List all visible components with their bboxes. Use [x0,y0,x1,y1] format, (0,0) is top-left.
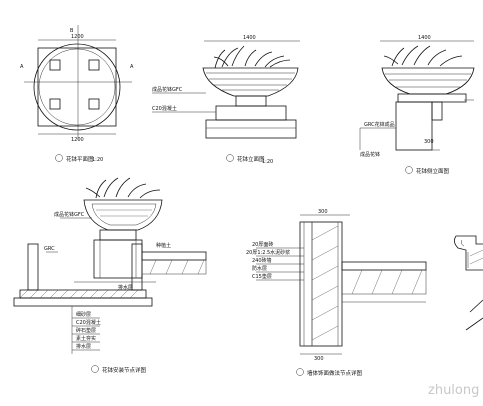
wall-finish-detail: 300 20厚面砖 20厚1:2.5水泥砂浆 240砖墙 防水层 C15垫层 [246,209,427,377]
planter-elevation-view: 1400 成品花钵GFC C20混凝土 花钵立面图 1:20 [152,35,300,165]
wall-hatching [311,225,339,341]
section-layer-2: C20混凝土 [76,319,101,326]
planter-section-detail: 成品花钵GFC GRC 种植土 排水层 细砂层 C20混凝土 碎石垫层 素土夯实… [13,177,207,374]
wall-label-3: 240砖墙 [252,257,272,264]
side-gfc-label: GRC花钵成品 [364,121,395,128]
planter-side-elevation-view: 1400 300 GRC花钵成品 成品花钵 花钵侧立面图 [359,35,475,175]
plan-dim-top: 1200 [71,34,84,40]
section-layer-5: 排水层 [76,343,91,350]
elevation-label-1: 成品花钵GFC [152,86,183,93]
plan-section-mark-b: A [130,64,134,70]
plan-caption: 花钵平面图 [66,155,94,163]
side-chain-label: 成品花钵 [360,151,380,158]
elevation-dim: 1400 [243,35,256,41]
plan-scale: 1:20 [92,157,103,163]
wall-caption: 墙体饰面做法节点详图 [307,369,363,377]
wall-label-1: 20厚面砖 [252,241,273,248]
wall-label-4: 防水层 [252,265,267,272]
plan-dim-bottom: 1200 [71,137,84,143]
side-small-dim: 300 [424,139,434,145]
section-label-gfc: GRC [44,246,55,252]
plan-mark-top: B [70,28,74,34]
side-caption: 花钵侧立面图 [416,167,450,175]
wall-label-5: C15垫层 [252,273,272,280]
section-layer-1: 细砂层 [76,311,91,318]
wall-dim: 300 [318,209,328,215]
elevation-caption: 花钵立面图 [237,155,265,163]
section-caption: 花钵安装节点详图 [102,366,147,374]
section-layer-3: 碎石垫层 [76,327,96,334]
coping-cap-detail [454,235,483,331]
wall-dim-bottom: 300 [314,356,324,362]
section-label-drain: 排水层 [118,284,133,291]
section-layer-4: 素土夯实 [76,335,96,342]
section-label-soil: 种植土 [156,242,171,249]
plan-section-mark-a: A [20,64,24,70]
elevation-scale: 1:20 [262,159,273,165]
side-dim: 1400 [418,35,431,41]
watermark: zhulong [428,383,479,398]
section-hatching [19,289,139,299]
planter-plan-view: 1200 1200 A A B 花钵平面图 1:20 [20,25,134,163]
elevation-label-2: C20混凝土 [152,105,177,112]
wall-label-2: 20厚1:2.5水泥砂浆 [246,249,290,256]
section-label-planter: 成品花钵GFC [54,211,85,218]
